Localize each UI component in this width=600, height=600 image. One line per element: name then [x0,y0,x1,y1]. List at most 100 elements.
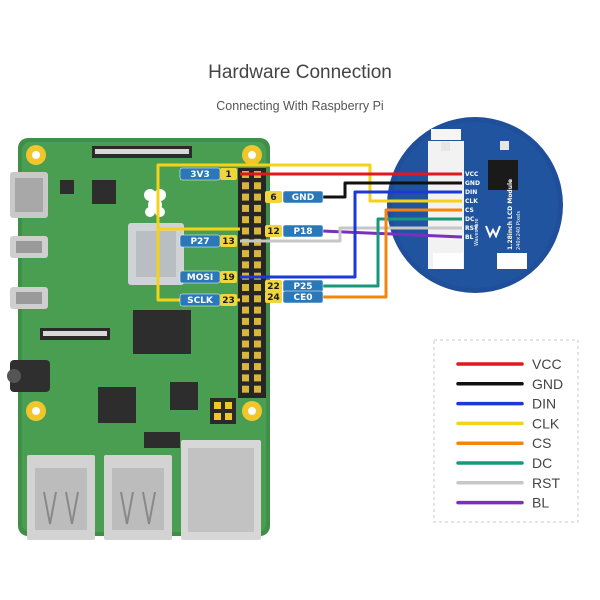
lcd-connector [431,129,461,140]
gpio-pin [242,227,249,235]
rpi-p18-pin-number [265,225,282,237]
gpio-pin [254,329,261,337]
rpi-sclk-pin-number-text: 23 [222,296,235,306]
rpi-3v3-pin-number-text: 1 [225,170,231,180]
gpio-pin [242,182,249,190]
rpi-p27-pin-number-text: 13 [222,237,235,247]
gpio-pin [242,284,249,291]
gpio-pin [242,317,249,325]
legend-label-cs: CS [532,435,551,451]
lcd-pin-label-din: DIN [465,189,477,196]
gpio-header [238,168,266,398]
page-subtitle: Connecting With Raspberry Pi [216,99,384,113]
legend-frame [433,339,579,523]
rpi-p18-tag [282,224,324,238]
gpio-pin [254,193,261,201]
gpio-pin [242,193,249,201]
wire-gnd [322,181,462,199]
gpio-pin [242,261,249,269]
legend-label-rst: RST [532,475,560,491]
gpio-pin [254,182,261,190]
rpi-mosi-tag-text: MOSI [187,273,213,283]
lcd-pin-label-gnd: GND [465,180,480,187]
lcd-pin-label-vcc: VCC [465,171,479,178]
rpi-ce0-tag [282,290,324,304]
lcd-pin-label-cs: CS [465,207,474,214]
wire-dc [322,217,462,288]
raspberry-pi-board [7,138,270,540]
gpio-pin [254,204,261,212]
wire-group [156,163,463,302]
rpi-ce0-tag-text: CE0 [293,293,312,303]
usb-controller-chip [98,387,136,423]
rpi-3v3-tag-text: 3V3 [190,170,210,180]
legend-label-din: DIN [532,396,556,412]
lcd-module-title: 1.28inch LCD Module [507,179,514,250]
gpio-pin [254,250,261,258]
gpio-pin [254,317,261,325]
lcd-brand-text: Waveshare [474,218,480,246]
raspberry-pi-logo [144,189,166,217]
lcd-pin-labels: VCC GND DIN CLK CS DC RST BL [465,171,480,241]
rpi-p27-pin-number [220,235,237,247]
wire-clk [156,163,462,229]
rpi-gnd-tag [282,190,324,204]
gpio-pin [242,204,249,212]
gpio-pin [254,295,261,303]
gpio-pin [242,363,249,371]
lcd-driver-chip [488,160,518,190]
wire-din [240,190,462,279]
rpi-p25-pin-number-text: 22 [267,282,280,292]
rpi-p18-pin-number-text: 12 [267,227,280,237]
waveshare-logo [485,225,501,239]
lcd-pin-connector [428,141,464,269]
rpi-3v3-pin-number [220,168,237,180]
gpio-pin [254,227,261,235]
rpi-p25-tag-text: P25 [293,282,312,292]
ethernet-chip [170,382,198,410]
gpio-pin [242,216,249,224]
wire-bl [321,229,463,239]
rpi-gnd-pin-number [265,191,282,203]
gpio-pin [254,306,261,314]
legend-label-gnd: GND [532,376,563,392]
lcd-resolution: 240×240 Pixels [516,211,522,250]
rpi-mosi-pin-number [220,271,237,283]
rpi-sclk-pin-number [220,294,237,306]
lcd-pin-label-rst: RST [465,225,479,232]
gpio-pin [242,329,249,337]
audio-jack [10,360,50,392]
legend-label-vcc: VCC [532,356,562,372]
lcd-pin-label-bl: BL [465,234,474,241]
wire-rst [240,226,462,243]
gpio-pin [254,385,261,393]
gpio-pin [242,295,249,303]
round-lcd-module: 1.28inch LCD Module 240×240 Pixels Waves… [387,117,563,293]
poe-header [210,398,236,424]
gpio-pin [242,351,249,359]
legend-label-dc: DC [532,455,552,471]
lcd-pin-label-dc: DC [465,216,475,223]
gpio-pin [254,374,261,382]
rpi-p18-tag-text: P18 [293,227,312,237]
rpi-sclk-tag-text: SCLK [187,296,214,306]
rpi-gnd-pin-number-text: 6 [270,193,276,203]
gpio-pin [254,351,261,359]
gpio-pin [254,363,261,371]
gpio-pin [254,261,261,269]
gpio-pin [242,340,249,348]
rpi-gnd-tag-text: GND [292,193,314,203]
lcd-pin-label-clk: CLK [465,198,478,205]
gpio-pin [254,340,261,348]
gpio-pin [242,306,249,314]
rpi-ce0-pin-number [265,291,282,303]
ram-chip [133,310,191,354]
wire-cs [322,208,462,299]
page-title: Hardware Connection [208,62,392,83]
gpio-pin [254,216,261,224]
rpi-mosi-pin-number-text: 19 [222,273,235,283]
rpi-p27-tag-text: P27 [190,237,209,247]
gpio-pin [242,374,249,382]
